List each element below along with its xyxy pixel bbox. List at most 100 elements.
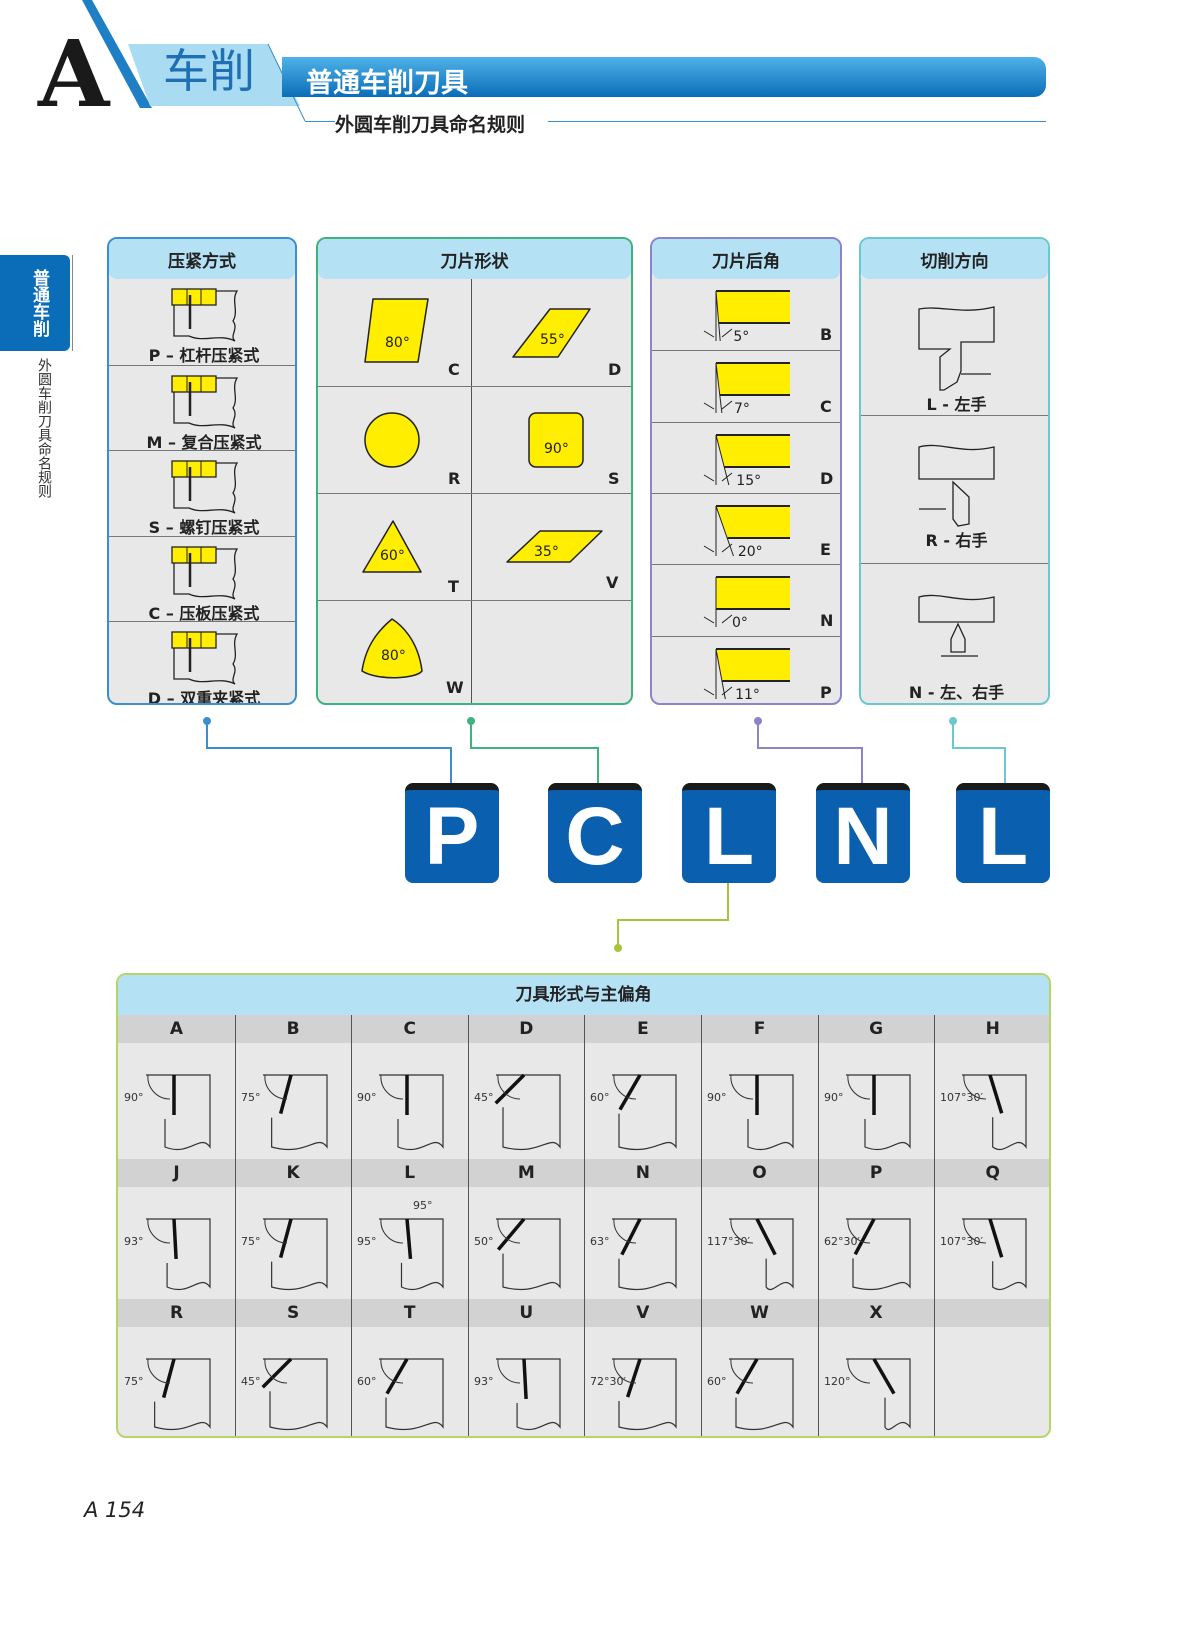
insert-shapes xyxy=(361,298,603,679)
clearance-angle: 15° xyxy=(736,472,762,489)
clamping-label: C – 压板压紧式 xyxy=(148,603,260,623)
holder-style-G: 90° xyxy=(818,1043,935,1159)
angle-label: 60° xyxy=(380,548,405,564)
holder-code: F xyxy=(753,1019,766,1039)
holder-code: R xyxy=(169,1303,184,1323)
holder-diagram-icon: 63° xyxy=(590,1218,677,1291)
trigon-icon xyxy=(361,618,423,679)
clamping-diagram-icon xyxy=(171,546,239,600)
holder-style-V: 72°30′ xyxy=(584,1327,701,1436)
clearance-angle-icon xyxy=(703,433,790,485)
holder-diagram-icon: 95°95° xyxy=(357,1199,444,1291)
code-row xyxy=(118,1299,1049,1327)
direction-label: L - 左手 xyxy=(926,395,987,414)
divider xyxy=(305,121,335,122)
holder-diagram-icon: 60° xyxy=(590,1074,677,1151)
holder-diagram-icon: 75° xyxy=(241,1218,328,1291)
angle-label: 107°30′ xyxy=(940,1235,983,1248)
angle-label: 55° xyxy=(540,332,565,348)
section-category: 车削 xyxy=(163,44,255,98)
holder-style-Q: 107°30′ xyxy=(934,1187,1049,1299)
shape-code: V xyxy=(606,573,619,592)
holder-diagram-icon: 72°30′ xyxy=(590,1358,677,1431)
holder-diagram-icon: 50° xyxy=(474,1217,561,1291)
angle-label: 45° xyxy=(241,1375,261,1388)
holder-diagram-icon: 90° xyxy=(824,1074,911,1151)
holder-code: K xyxy=(286,1163,300,1183)
divider xyxy=(934,1015,936,1436)
angle-label: 60° xyxy=(357,1375,377,1388)
code-box-clamping: P xyxy=(405,783,499,883)
clearance-code: D xyxy=(820,468,834,488)
holder-style-B: 75° xyxy=(235,1043,352,1159)
holder-style-W: 60° xyxy=(701,1327,818,1436)
title-bar xyxy=(282,57,1046,97)
direction-label: R - 右手 xyxy=(925,531,988,550)
holder-diagram-icon: 75° xyxy=(241,1074,328,1151)
angle-label: 90° xyxy=(357,1091,377,1104)
clamping-label: D – 双重夹紧式 xyxy=(147,689,261,705)
shape-code: W xyxy=(446,678,464,697)
holder-code: P xyxy=(869,1163,883,1183)
holder-diagram-icon: 107°30′ xyxy=(940,1074,1027,1150)
right-hand-icon xyxy=(918,444,995,527)
shape-code: R xyxy=(448,469,461,488)
angle-label: 107°30′ xyxy=(940,1091,983,1104)
code-box-shape: C xyxy=(548,783,642,883)
rhombus-35-icon xyxy=(506,530,603,563)
holder-diagram-icon: 75° xyxy=(124,1358,211,1431)
holder-diagram-icon: 62°30′ xyxy=(824,1218,911,1291)
holder-diagram-icon: 90° xyxy=(124,1074,211,1151)
clearance-code: E xyxy=(820,539,831,559)
angle-label: 95° xyxy=(357,1235,377,1248)
angle-label: 62°30′ xyxy=(824,1235,860,1248)
angle-label: 93° xyxy=(124,1235,144,1248)
holder-style-L: 95°95° xyxy=(351,1187,468,1299)
holder-diagram-icon: 45° xyxy=(241,1357,328,1431)
holder-code: W xyxy=(750,1303,769,1323)
angle-label: 90° xyxy=(824,1091,844,1104)
holder-style-S: 45° xyxy=(235,1327,352,1436)
direction-drawings xyxy=(918,306,995,657)
divider xyxy=(701,1015,702,1436)
holder-code: C xyxy=(403,1019,416,1039)
clamping-item-P: P – 杠杆压紧式 xyxy=(109,279,295,365)
holder-code: X xyxy=(869,1303,883,1323)
holder-style-N: 63° xyxy=(584,1187,701,1299)
angle-label: 72°30′ xyxy=(590,1375,626,1388)
triangle-icon xyxy=(362,520,422,573)
clearance-angle-icon xyxy=(703,362,790,414)
insert-shape-panel: 刀片形状 80° 55° 90° 60° 35° 80° C D R S T V… xyxy=(316,237,633,705)
clearance-item-N: 0°N xyxy=(652,564,840,636)
section-letter: A xyxy=(38,20,110,128)
holder-code: G xyxy=(869,1019,884,1039)
code-box-direction: L xyxy=(956,783,1050,883)
holder-code: T xyxy=(403,1303,416,1323)
left-hand-icon xyxy=(918,306,995,391)
holder-code: O xyxy=(752,1163,767,1183)
holder-style-F: 90° xyxy=(701,1043,818,1159)
holder-style-O: 117°30′ xyxy=(701,1187,818,1299)
page-number: A 154 xyxy=(84,1498,146,1522)
clamping-diagram-icon xyxy=(171,374,239,429)
shape-code: S xyxy=(608,469,620,488)
clamping-item-M: M – 复合压紧式 xyxy=(109,364,295,452)
holder-code: B xyxy=(286,1019,300,1039)
holder-style-A: 90° xyxy=(118,1043,235,1159)
holder-diagram-icon: 60° xyxy=(707,1358,794,1431)
holder-style-J: 93° xyxy=(118,1187,235,1299)
table-title: 刀具形式与主偏角 xyxy=(118,975,1049,1015)
angle-label: 120° xyxy=(824,1375,851,1388)
side-tab[interactable]: 普通车削 xyxy=(0,255,70,351)
angle-label: 63° xyxy=(590,1235,610,1248)
square-icon xyxy=(528,412,584,468)
holder-diagram-icon: 60° xyxy=(357,1358,444,1431)
divider xyxy=(72,255,73,351)
panel-title: 刀片后角 xyxy=(652,239,840,279)
clearance-item-B: 5°B xyxy=(652,279,840,351)
clearance-angle: 0° xyxy=(732,615,748,632)
shape-code: T xyxy=(448,577,459,596)
